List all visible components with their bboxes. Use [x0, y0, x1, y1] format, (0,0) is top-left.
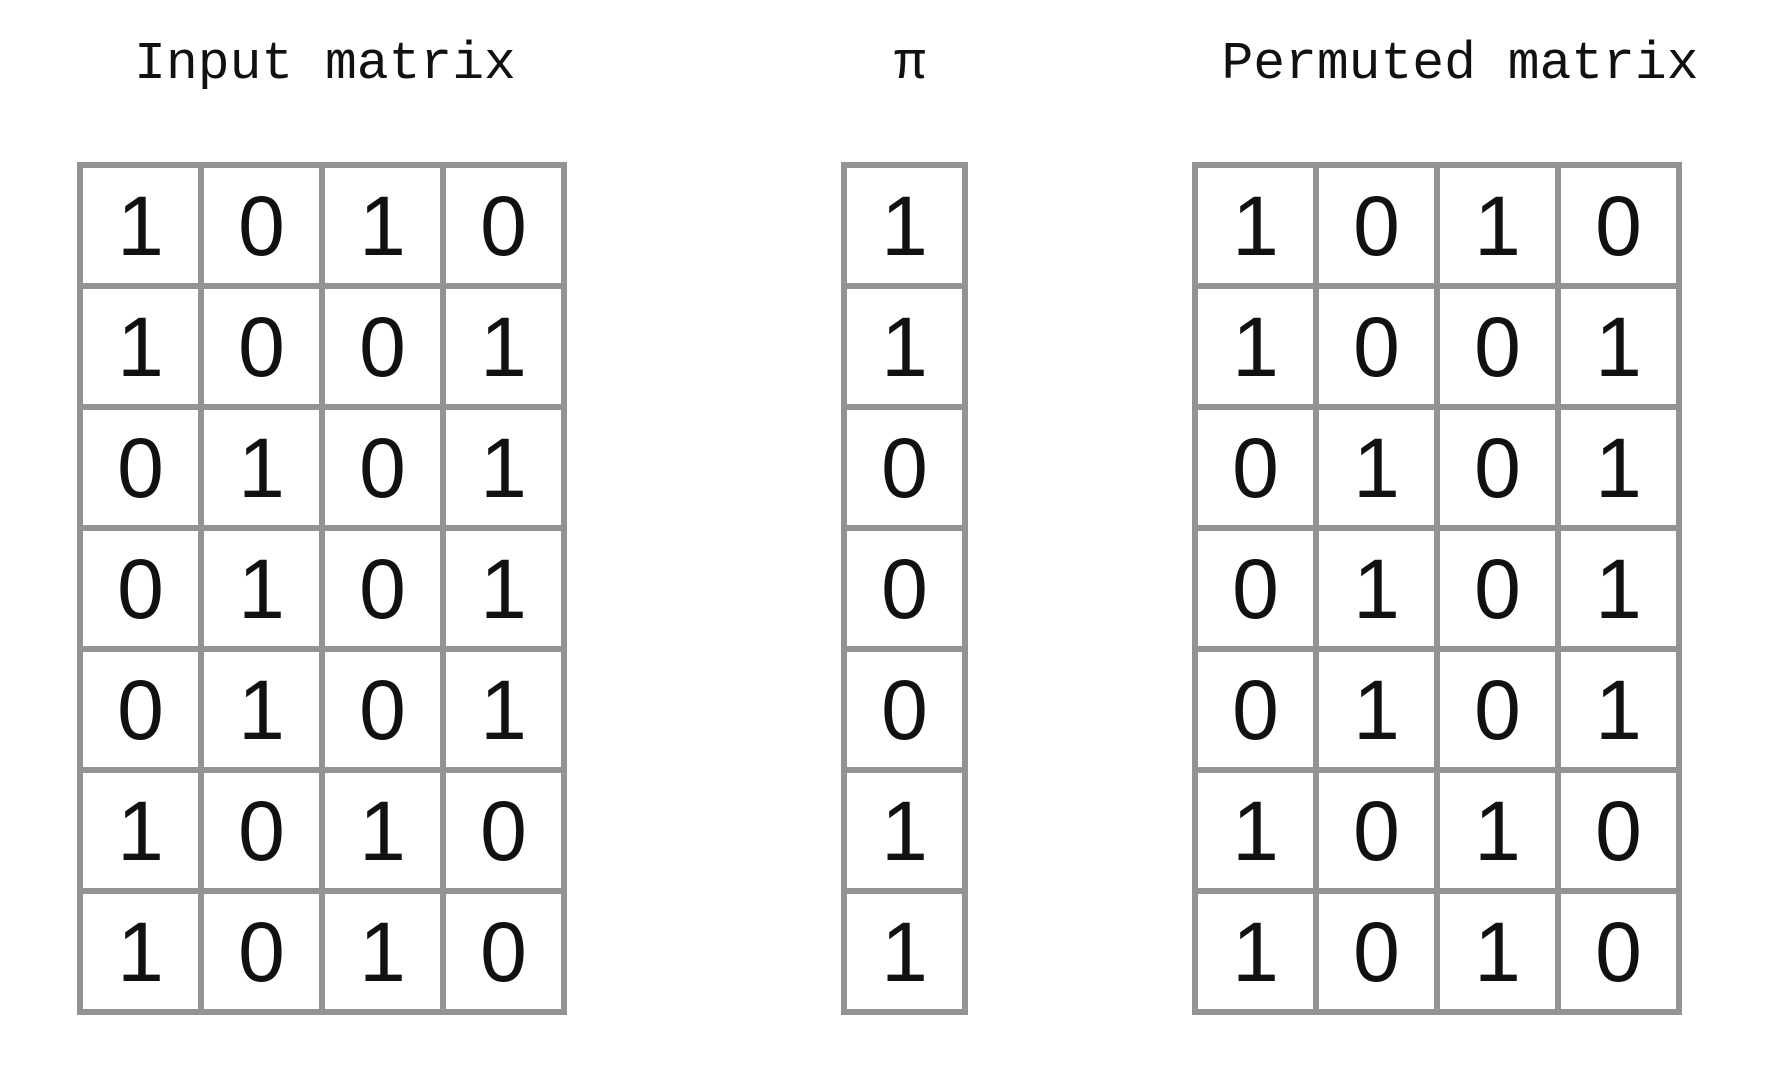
input-cell-r1-c1: 1 [83, 168, 204, 289]
input-cell-r4-c4: 1 [446, 531, 567, 652]
permuted-cell-r4-c1: 0 [1198, 531, 1319, 652]
permuted-cell-r2-c2: 0 [1319, 289, 1440, 410]
input-cell-r5-c1: 0 [83, 652, 204, 773]
permuted-cell-r1-c2: 0 [1319, 168, 1440, 289]
input-cell-r4-c2: 1 [204, 531, 325, 652]
pi-cell-r6-c1: 1 [847, 773, 968, 894]
permuted-cell-r3-c2: 1 [1319, 410, 1440, 531]
permuted-cell-r3-c3: 0 [1440, 410, 1561, 531]
permuted-cell-r5-c2: 1 [1319, 652, 1440, 773]
input-cell-r5-c4: 1 [446, 652, 567, 773]
input-cell-r6-c4: 0 [446, 773, 567, 894]
input-cell-r2-c4: 1 [446, 289, 567, 410]
input-cell-r6-c3: 1 [325, 773, 446, 894]
input-cell-r4-c3: 0 [325, 531, 446, 652]
permuted-cell-r1-c4: 0 [1561, 168, 1682, 289]
input-cell-r2-c3: 0 [325, 289, 446, 410]
input-cell-r7-c4: 0 [446, 894, 567, 1015]
input-cell-r7-c1: 1 [83, 894, 204, 1015]
input-cell-r7-c2: 0 [204, 894, 325, 1015]
permuted-cell-r2-c1: 1 [1198, 289, 1319, 410]
pi-cell-r3-c1: 0 [847, 410, 968, 531]
input-cell-r4-c1: 0 [83, 531, 204, 652]
pi-cell-r4-c1: 0 [847, 531, 968, 652]
permuted-cell-r5-c3: 0 [1440, 652, 1561, 773]
input-cell-r6-c1: 1 [83, 773, 204, 894]
permuted-cell-r6-c3: 1 [1440, 773, 1561, 894]
input-cell-r3-c3: 0 [325, 410, 446, 531]
input-cell-r2-c1: 1 [83, 289, 204, 410]
input-cell-r7-c3: 1 [325, 894, 446, 1015]
permuted-cell-r1-c3: 1 [1440, 168, 1561, 289]
permuted-cell-r3-c4: 1 [1561, 410, 1682, 531]
input-cell-r3-c1: 0 [83, 410, 204, 531]
pi-cell-r5-c1: 0 [847, 652, 968, 773]
permuted-cell-r6-c2: 0 [1319, 773, 1440, 894]
permuted-cell-r1-c1: 1 [1198, 168, 1319, 289]
permuted-cell-r5-c4: 1 [1561, 652, 1682, 773]
permuted-cell-r7-c1: 1 [1198, 894, 1319, 1015]
pi-cell-r1-c1: 1 [847, 168, 968, 289]
permuted-cell-r4-c4: 1 [1561, 531, 1682, 652]
input-cell-r3-c4: 1 [446, 410, 567, 531]
input-cell-r5-c3: 0 [325, 652, 446, 773]
permuted-cell-r2-c4: 1 [1561, 289, 1682, 410]
input-cell-r1-c4: 0 [446, 168, 567, 289]
input-cell-r6-c2: 0 [204, 773, 325, 894]
input-cell-r1-c3: 1 [325, 168, 446, 289]
pi-cell-r7-c1: 1 [847, 894, 968, 1015]
input-matrix-title: Input matrix [134, 34, 516, 94]
permuted-cell-r7-c2: 0 [1319, 894, 1440, 1015]
input-cell-r3-c2: 1 [204, 410, 325, 531]
permuted-cell-r7-c3: 1 [1440, 894, 1561, 1015]
permuted-cell-r2-c3: 0 [1440, 289, 1561, 410]
input-cell-r1-c2: 0 [204, 168, 325, 289]
permuted-cell-r7-c4: 0 [1561, 894, 1682, 1015]
permuted-cell-r6-c4: 0 [1561, 773, 1682, 894]
permuted-cell-r6-c1: 1 [1198, 773, 1319, 894]
permuted-cell-r5-c1: 0 [1198, 652, 1319, 773]
input-cell-r5-c2: 1 [204, 652, 325, 773]
pi-cell-r2-c1: 1 [847, 289, 968, 410]
permuted-cell-r3-c1: 0 [1198, 410, 1319, 531]
permuted-cell-r4-c3: 0 [1440, 531, 1561, 652]
input-cell-r2-c2: 0 [204, 289, 325, 410]
permuted-cell-r4-c2: 1 [1319, 531, 1440, 652]
pi-vector-title: π [894, 34, 926, 94]
permuted-matrix-title: Permuted matrix [1221, 34, 1699, 94]
